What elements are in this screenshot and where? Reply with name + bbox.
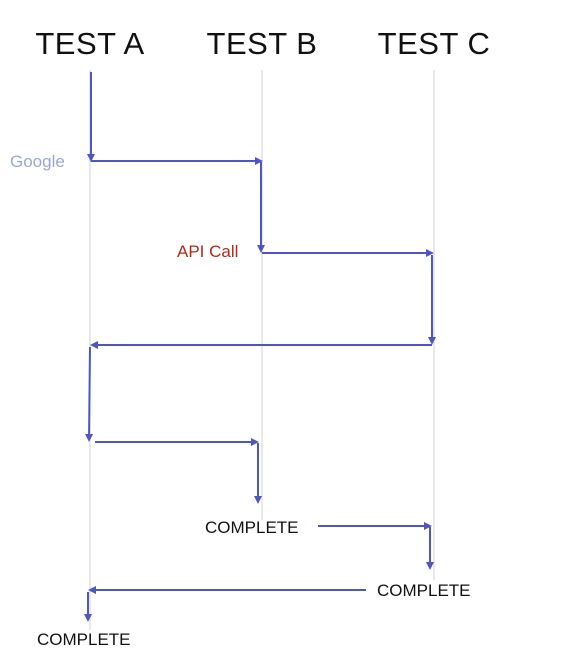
arrow-a-down-2 bbox=[85, 346, 94, 442]
label-api-call: API Call bbox=[177, 242, 239, 261]
label-complete-test-b: COMPLETE bbox=[205, 518, 299, 537]
lane-title-test-c: TEST C bbox=[377, 26, 491, 61]
label-complete-test-c: COMPLETE bbox=[377, 581, 471, 600]
lane-title-test-b: TEST B bbox=[206, 26, 318, 61]
label-google: Google bbox=[10, 152, 65, 171]
label-complete-test-a: COMPLETE bbox=[37, 630, 131, 649]
lane-title-test-a: TEST A bbox=[35, 26, 145, 61]
